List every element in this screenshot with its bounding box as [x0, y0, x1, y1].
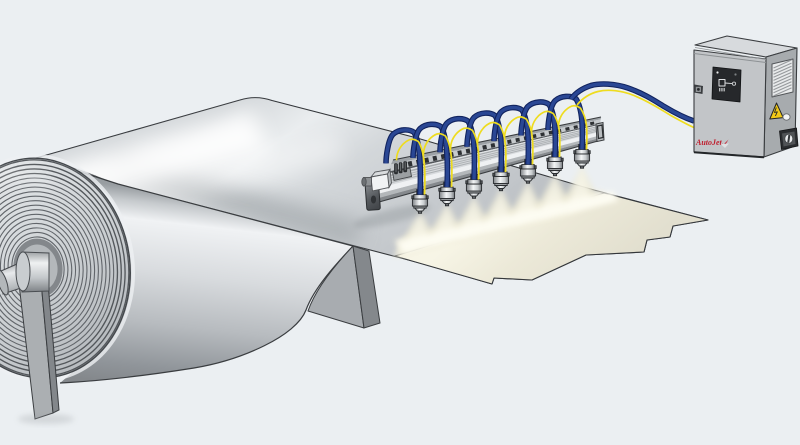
- svg-text:AutoJet: AutoJet: [695, 138, 723, 147]
